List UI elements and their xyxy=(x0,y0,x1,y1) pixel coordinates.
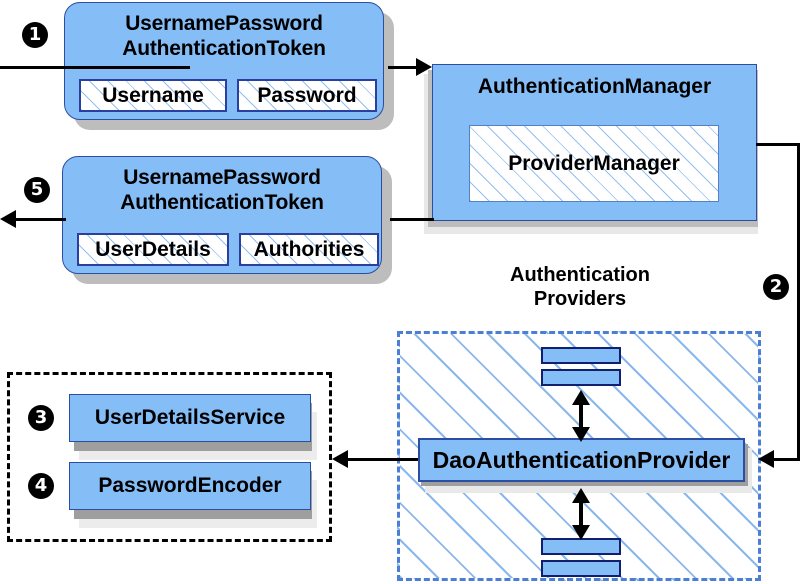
result-token-title-line2: AuthenticationToken xyxy=(120,191,324,214)
provider-link-top-line xyxy=(579,394,583,431)
providers-group-title: Authentication Providers xyxy=(470,263,690,311)
provider-link-bottom-arrowhead-up xyxy=(572,488,590,503)
other-provider-bar-4 xyxy=(541,560,621,577)
other-provider-bar-1 xyxy=(541,347,621,364)
provider-manager-box: ProviderManager xyxy=(469,125,719,202)
result-token-outbound-line xyxy=(14,218,66,221)
dao-provider-card: DaoAuthenticationProvider xyxy=(418,438,745,482)
userdetailsservice-label: UserDetailsService xyxy=(69,394,311,442)
userdetailsservice-card-stack: UserDetailsService xyxy=(69,394,317,460)
provider-link-top-arrowhead-up xyxy=(572,390,590,405)
request-token-title-line2: AuthenticationToken xyxy=(122,37,326,60)
step-marker-5: 5 xyxy=(24,177,50,203)
provider-to-services-line xyxy=(346,458,418,461)
passwordencoder-card-stack: PasswordEncoder xyxy=(69,462,317,528)
step-marker-4: 4 xyxy=(28,473,54,499)
result-token-field-userdetails: UserDetails xyxy=(77,233,229,266)
provider-link-bottom-line xyxy=(579,492,583,529)
token-to-manager-arrowhead xyxy=(416,58,432,76)
step-marker-2: 2 xyxy=(763,274,789,300)
result-token-outbound-arrowhead xyxy=(0,210,16,228)
request-token-field-username: Username xyxy=(79,79,227,112)
step-marker-3: 3 xyxy=(28,405,54,431)
request-token-title: UsernamePassword AuthenticationToken xyxy=(65,11,383,61)
other-provider-bar-3 xyxy=(541,538,621,555)
result-token-title: UsernamePassword AuthenticationToken xyxy=(63,165,381,215)
providers-group-title-line2: Providers xyxy=(533,288,627,310)
step-marker-1: 1 xyxy=(22,22,48,48)
manager-to-provider-line-h-bottom xyxy=(772,458,800,461)
result-token-field-authorities: Authorities xyxy=(239,233,379,266)
other-provider-bar-2 xyxy=(541,369,621,386)
request-token-field-password: Password xyxy=(237,79,377,112)
manager-to-provider-arrowhead xyxy=(758,450,774,468)
provider-to-services-arrowhead xyxy=(332,450,348,468)
inbound-request-line xyxy=(0,66,190,69)
providers-group-title-line1: Authentication xyxy=(510,264,650,286)
result-token-title-line1: UsernamePassword xyxy=(123,166,321,189)
provider-link-top-arrowhead-down xyxy=(572,427,590,442)
manager-to-provider-line-h-top xyxy=(756,143,800,146)
request-token-card: UsernamePassword AuthenticationToken Use… xyxy=(64,2,384,120)
manager-to-provider-line-v xyxy=(797,143,800,459)
request-token-title-line1: UsernamePassword xyxy=(125,12,323,35)
authentication-manager-title: AuthenticationManager xyxy=(477,75,712,98)
token-to-manager-line xyxy=(388,66,426,69)
passwordencoder-label: PasswordEncoder xyxy=(69,462,311,510)
result-token-card: UsernamePassword AuthenticationToken Use… xyxy=(62,156,382,274)
authentication-manager-card: AuthenticationManager ProviderManager xyxy=(432,64,757,221)
provider-link-bottom-arrowhead-down xyxy=(572,525,590,540)
manager-to-result-token-line xyxy=(390,218,434,221)
